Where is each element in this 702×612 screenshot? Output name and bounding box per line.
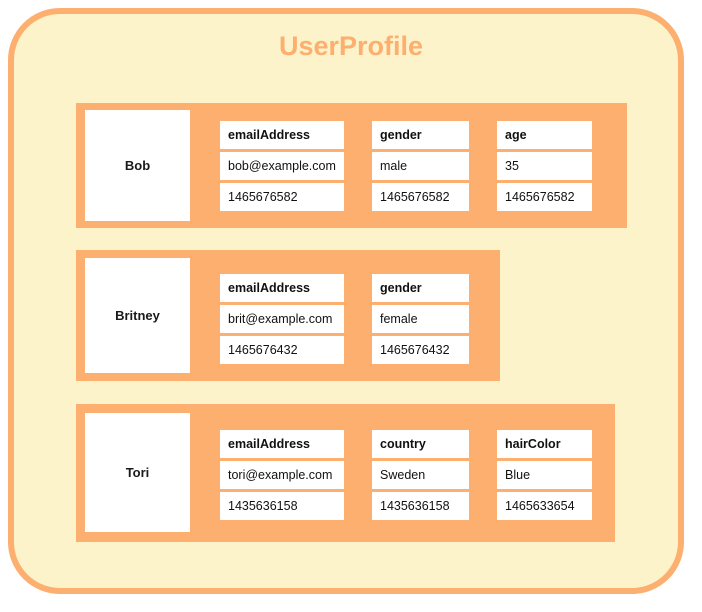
field-key-cell: emailAddress	[220, 121, 344, 149]
field-key-cell: gender	[372, 274, 469, 302]
field-key-cell: country	[372, 430, 469, 458]
record-row[interactable]: Tori emailAddress tori@example.com 14356…	[76, 404, 615, 542]
field-value-cell: 35	[497, 152, 592, 180]
record-row[interactable]: Bob emailAddress bob@example.com 1465676…	[76, 103, 627, 228]
field-column: age 35 1465676582	[497, 121, 592, 211]
record-name-box: Tori	[85, 413, 190, 532]
field-column: gender female 1465676432	[372, 274, 469, 364]
record-name-label: Britney	[115, 308, 160, 323]
field-key-cell: gender	[372, 121, 469, 149]
record-name-label: Tori	[125, 465, 150, 480]
record-name-box: Bob	[85, 110, 190, 221]
page-title: UserProfile	[278, 31, 424, 61]
field-column: hairColor Blue 1465633654	[497, 430, 592, 520]
field-column: country Sweden 1435636158	[372, 430, 469, 520]
field-timestamp-cell: 1465676432	[220, 336, 344, 364]
field-value-cell: Sweden	[372, 461, 469, 489]
field-timestamp-cell: 1435636158	[220, 492, 344, 520]
field-timestamp-cell: 1435636158	[372, 492, 469, 520]
field-key-cell: emailAddress	[220, 274, 344, 302]
record-name-label: Bob	[124, 158, 151, 173]
field-timestamp-cell: 1465676582	[220, 183, 344, 211]
field-column: emailAddress tori@example.com 1435636158	[220, 430, 344, 520]
field-key-cell: age	[497, 121, 592, 149]
field-column: emailAddress bob@example.com 1465676582	[220, 121, 344, 211]
record-name-box: Britney	[85, 258, 190, 373]
field-value-cell: bob@example.com	[220, 152, 344, 180]
field-timestamp-cell: 1465676582	[372, 183, 469, 211]
field-value-cell: female	[372, 305, 469, 333]
field-timestamp-cell: 1465633654	[497, 492, 592, 520]
record-row[interactable]: Britney emailAddress brit@example.com 14…	[76, 250, 500, 381]
field-value-cell: male	[372, 152, 469, 180]
field-value-cell: Blue	[497, 461, 592, 489]
field-key-cell: hairColor	[497, 430, 592, 458]
field-column: emailAddress brit@example.com 1465676432	[220, 274, 344, 364]
field-key-cell: emailAddress	[220, 430, 344, 458]
field-timestamp-cell: 1465676582	[497, 183, 592, 211]
field-column: gender male 1465676582	[372, 121, 469, 211]
field-value-cell: tori@example.com	[220, 461, 344, 489]
field-value-cell: brit@example.com	[220, 305, 344, 333]
field-timestamp-cell: 1465676432	[372, 336, 469, 364]
